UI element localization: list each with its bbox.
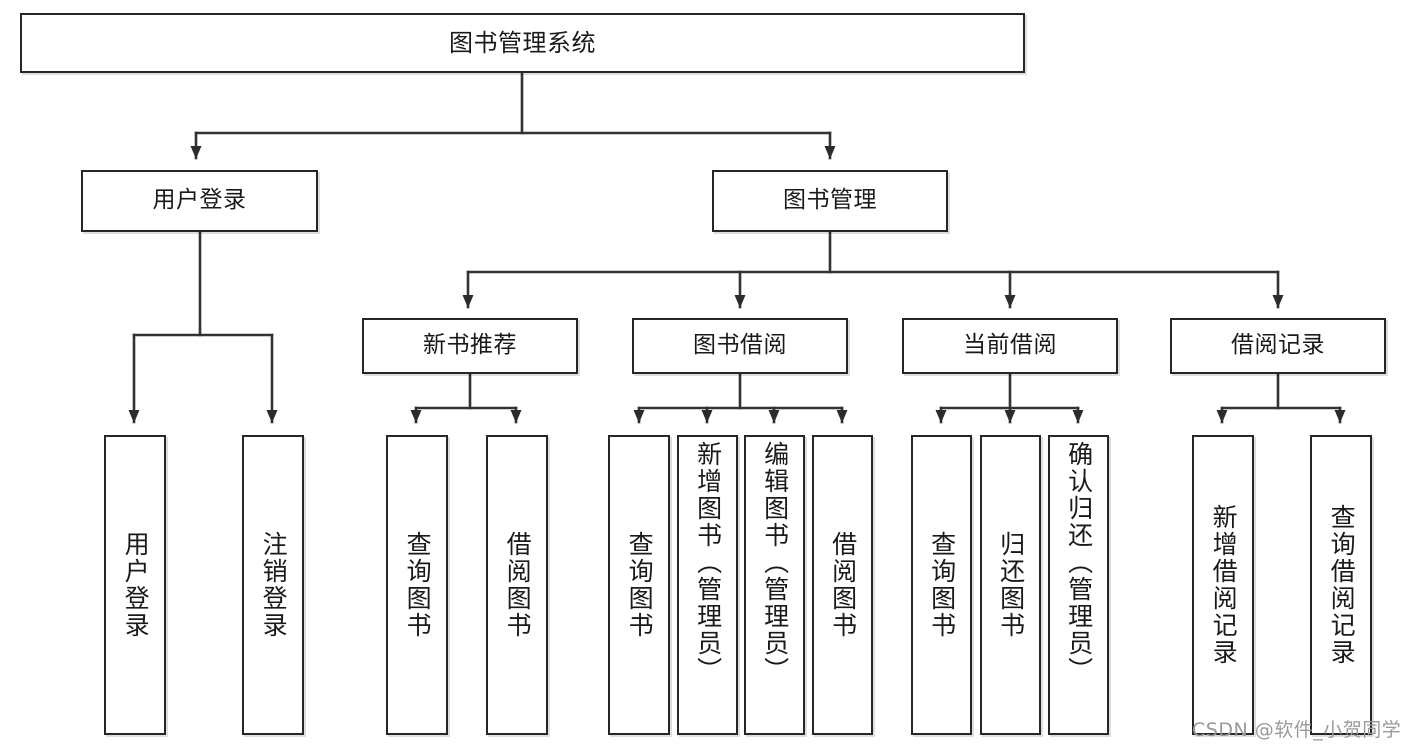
node-label: 新增图书（管理员）	[693, 441, 723, 684]
node-new-book-recommend[interactable]: 新书推荐	[362, 318, 578, 374]
node-leaf-user-login[interactable]: 用户登录	[104, 435, 166, 735]
node-label: 借阅图书	[503, 531, 533, 639]
node-label: 编辑图书（管理员）	[760, 441, 790, 684]
node-leaf-query-book-3[interactable]: 查询图书	[911, 435, 972, 735]
node-borrow-record[interactable]: 借阅记录	[1170, 318, 1386, 374]
node-leaf-add-book[interactable]: 新增图书（管理员）	[677, 435, 738, 735]
node-leaf-logout-login[interactable]: 注销登录	[242, 435, 304, 735]
node-label: 注销登录	[259, 531, 289, 639]
node-label: 图书管理	[783, 187, 877, 214]
node-book-management[interactable]: 图书管理	[712, 170, 948, 232]
node-label: 归还图书	[996, 531, 1026, 639]
node-label: 新增借阅记录	[1209, 504, 1239, 666]
node-current-borrow[interactable]: 当前借阅	[902, 318, 1118, 374]
node-label: 用户登录	[152, 187, 247, 214]
node-book-borrow[interactable]: 图书借阅	[632, 318, 848, 374]
node-leaf-query-record[interactable]: 查询借阅记录	[1310, 435, 1372, 735]
node-label: 查询图书	[927, 531, 957, 639]
node-label: 查询图书	[625, 531, 655, 639]
node-label: 用户登录	[121, 531, 151, 639]
node-user-login[interactable]: 用户登录	[81, 170, 318, 232]
node-label: 确认归还（管理员）	[1064, 441, 1094, 684]
node-label: 当前借阅	[963, 332, 1057, 359]
node-leaf-confirm-return[interactable]: 确认归还（管理员）	[1048, 435, 1109, 735]
node-label: 借阅图书	[828, 531, 858, 639]
node-label: 借阅记录	[1231, 332, 1325, 359]
node-leaf-borrow-book-2[interactable]: 借阅图书	[812, 435, 873, 735]
node-leaf-add-record[interactable]: 新增借阅记录	[1192, 435, 1254, 735]
node-label: 新书推荐	[423, 332, 517, 359]
node-leaf-borrow-book-1[interactable]: 借阅图书	[486, 435, 548, 735]
node-leaf-return-book[interactable]: 归还图书	[980, 435, 1041, 735]
node-label: 查询借阅记录	[1327, 504, 1357, 666]
node-root-system[interactable]: 图书管理系统	[20, 13, 1025, 73]
node-label: 图书管理系统	[449, 28, 596, 57]
node-leaf-query-book-2[interactable]: 查询图书	[608, 435, 670, 735]
node-leaf-edit-book[interactable]: 编辑图书（管理员）	[744, 435, 805, 735]
node-leaf-query-book-1[interactable]: 查询图书	[386, 435, 448, 735]
node-label: 查询图书	[403, 531, 433, 639]
node-label: 图书借阅	[693, 332, 787, 359]
